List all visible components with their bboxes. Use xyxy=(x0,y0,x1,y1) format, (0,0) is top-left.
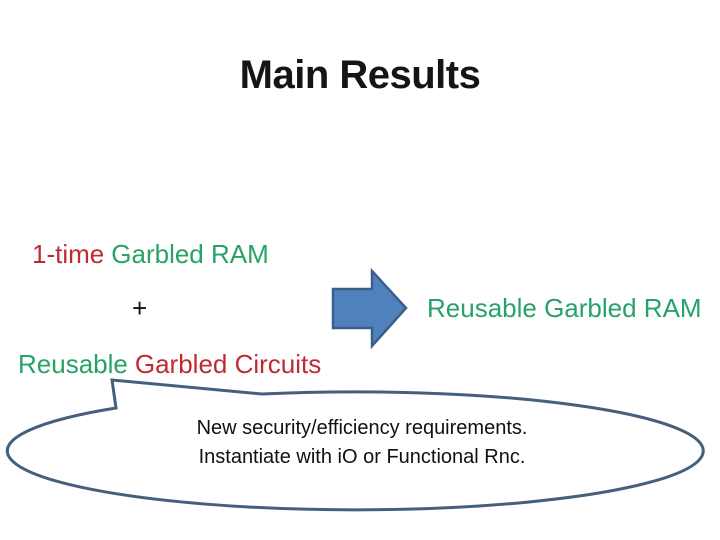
term1-green-part: Garbled RAM xyxy=(111,239,269,269)
callout-text: New security/efficiency requirements. In… xyxy=(12,414,712,472)
term1-red-part: 1-time xyxy=(32,239,105,269)
callout-bubble xyxy=(5,378,705,512)
right-block-arrow-icon xyxy=(331,267,408,350)
slide-title: Main Results xyxy=(239,52,481,97)
callout-text-line2: Instantiate with iO or Functional Rnc. xyxy=(198,446,526,468)
term2-red-part: Garbled Circuits xyxy=(134,349,322,379)
term2-green-part: Reusable xyxy=(18,349,128,379)
callout-text-line1: New security/efficiency requirements. xyxy=(196,417,528,439)
plus-sign: + xyxy=(132,293,148,323)
term-reusable-garbled-ram: Reusable Garbled RAM xyxy=(427,293,702,323)
